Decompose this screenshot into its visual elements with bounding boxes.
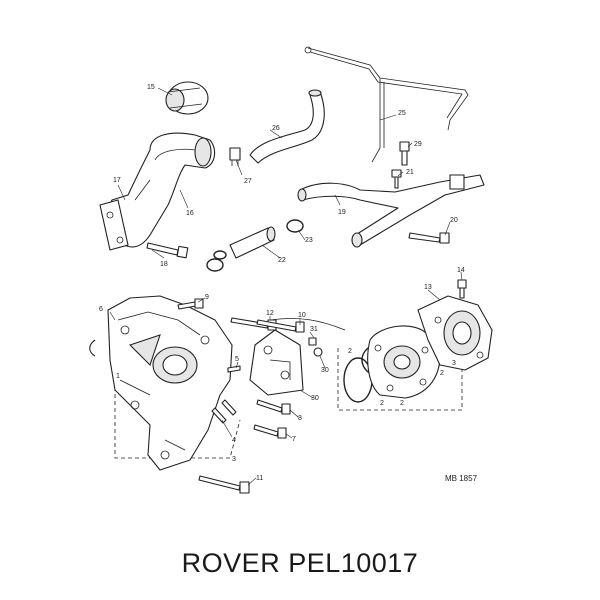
part-clip-27: [229, 147, 241, 166]
callout-2d: 2: [400, 400, 404, 407]
wire-line: [269, 318, 346, 331]
callout-19: 19: [338, 209, 346, 216]
part-bleed-pipe-25: [304, 46, 469, 163]
part-thermostat-cover: [165, 81, 209, 115]
part-pulley-flange-13: [417, 295, 493, 371]
part-washer-30: [313, 347, 323, 357]
callout-12: 12: [266, 310, 274, 317]
callout-3b: 3: [452, 360, 456, 367]
callout-5: 5: [235, 356, 239, 363]
callout-2b: 2: [440, 370, 444, 377]
callout-23: 23: [305, 237, 313, 244]
pump-group-outline: [337, 348, 463, 411]
callout-22: 22: [278, 257, 286, 264]
part-hose-22: [229, 226, 276, 259]
part-bolt-11: [198, 475, 250, 494]
part-bolt-28: [399, 141, 410, 166]
part-bolt-14: [457, 279, 467, 299]
part-bolt-10: [256, 319, 305, 333]
callout-25: 25: [398, 110, 406, 117]
callout-14: 14: [457, 267, 465, 274]
part-nut-31: [308, 337, 317, 346]
callout-labels: 15 17 16 18 26 27 25 29 21 19 20 22 23 9…: [99, 84, 465, 482]
part-pump-housing-6: [89, 295, 233, 471]
part-water-rail-19: [297, 174, 485, 248]
callout-16: 16: [186, 210, 194, 217]
callout-10: 10: [298, 312, 306, 319]
part-gasket-29: [249, 329, 304, 396]
callout-8: 8: [298, 415, 302, 422]
callout-26: 26: [272, 125, 280, 132]
part-elbow-housing: [99, 132, 216, 251]
callout-3: 3: [232, 456, 236, 463]
callout-31: 31: [310, 326, 318, 333]
callout-1: 1: [116, 373, 120, 380]
callout-13: 13: [424, 284, 432, 291]
callout-30: 30: [321, 367, 329, 374]
callout-4: 4: [232, 437, 236, 444]
part-bolt-8: [256, 399, 291, 415]
callout-6: 6: [99, 306, 103, 313]
callout-17: 17: [113, 177, 121, 184]
part-hose-26: [249, 89, 325, 164]
callout-20: 20: [450, 217, 458, 224]
part-bolt-7: [253, 424, 287, 439]
drawing-reference-code: MB 1857: [445, 474, 478, 483]
leader-lines: [109, 87, 463, 486]
part-bolt-21: [391, 169, 402, 189]
part-hose-clips-23: [206, 219, 304, 272]
callout-9: 9: [205, 294, 209, 301]
part-number-caption: ROVER PEL10017: [181, 548, 419, 578]
part-bolt-18: [146, 242, 189, 259]
callout-15: 15: [147, 84, 155, 91]
callout-29-visible: 30: [311, 395, 319, 402]
part-water-pump: [367, 325, 441, 399]
callout-28: 29: [414, 141, 422, 148]
part-bolt-4: [211, 399, 237, 424]
part-bolt-20: [408, 232, 450, 244]
part-bolt-9: [177, 298, 204, 310]
callout-27: 27: [244, 178, 252, 185]
callout-2c: 2: [348, 348, 352, 355]
callout-7: 7: [292, 436, 296, 443]
part-bolt-5: [227, 365, 241, 373]
callout-2a: 2: [380, 400, 384, 407]
callout-11: 11: [256, 475, 263, 482]
callout-21: 21: [406, 169, 414, 176]
exploded-parts-diagram: 15 17 16 18 26 27 25 29 21 19 20 22 23 9…: [89, 46, 493, 494]
callout-18: 18: [160, 261, 168, 268]
